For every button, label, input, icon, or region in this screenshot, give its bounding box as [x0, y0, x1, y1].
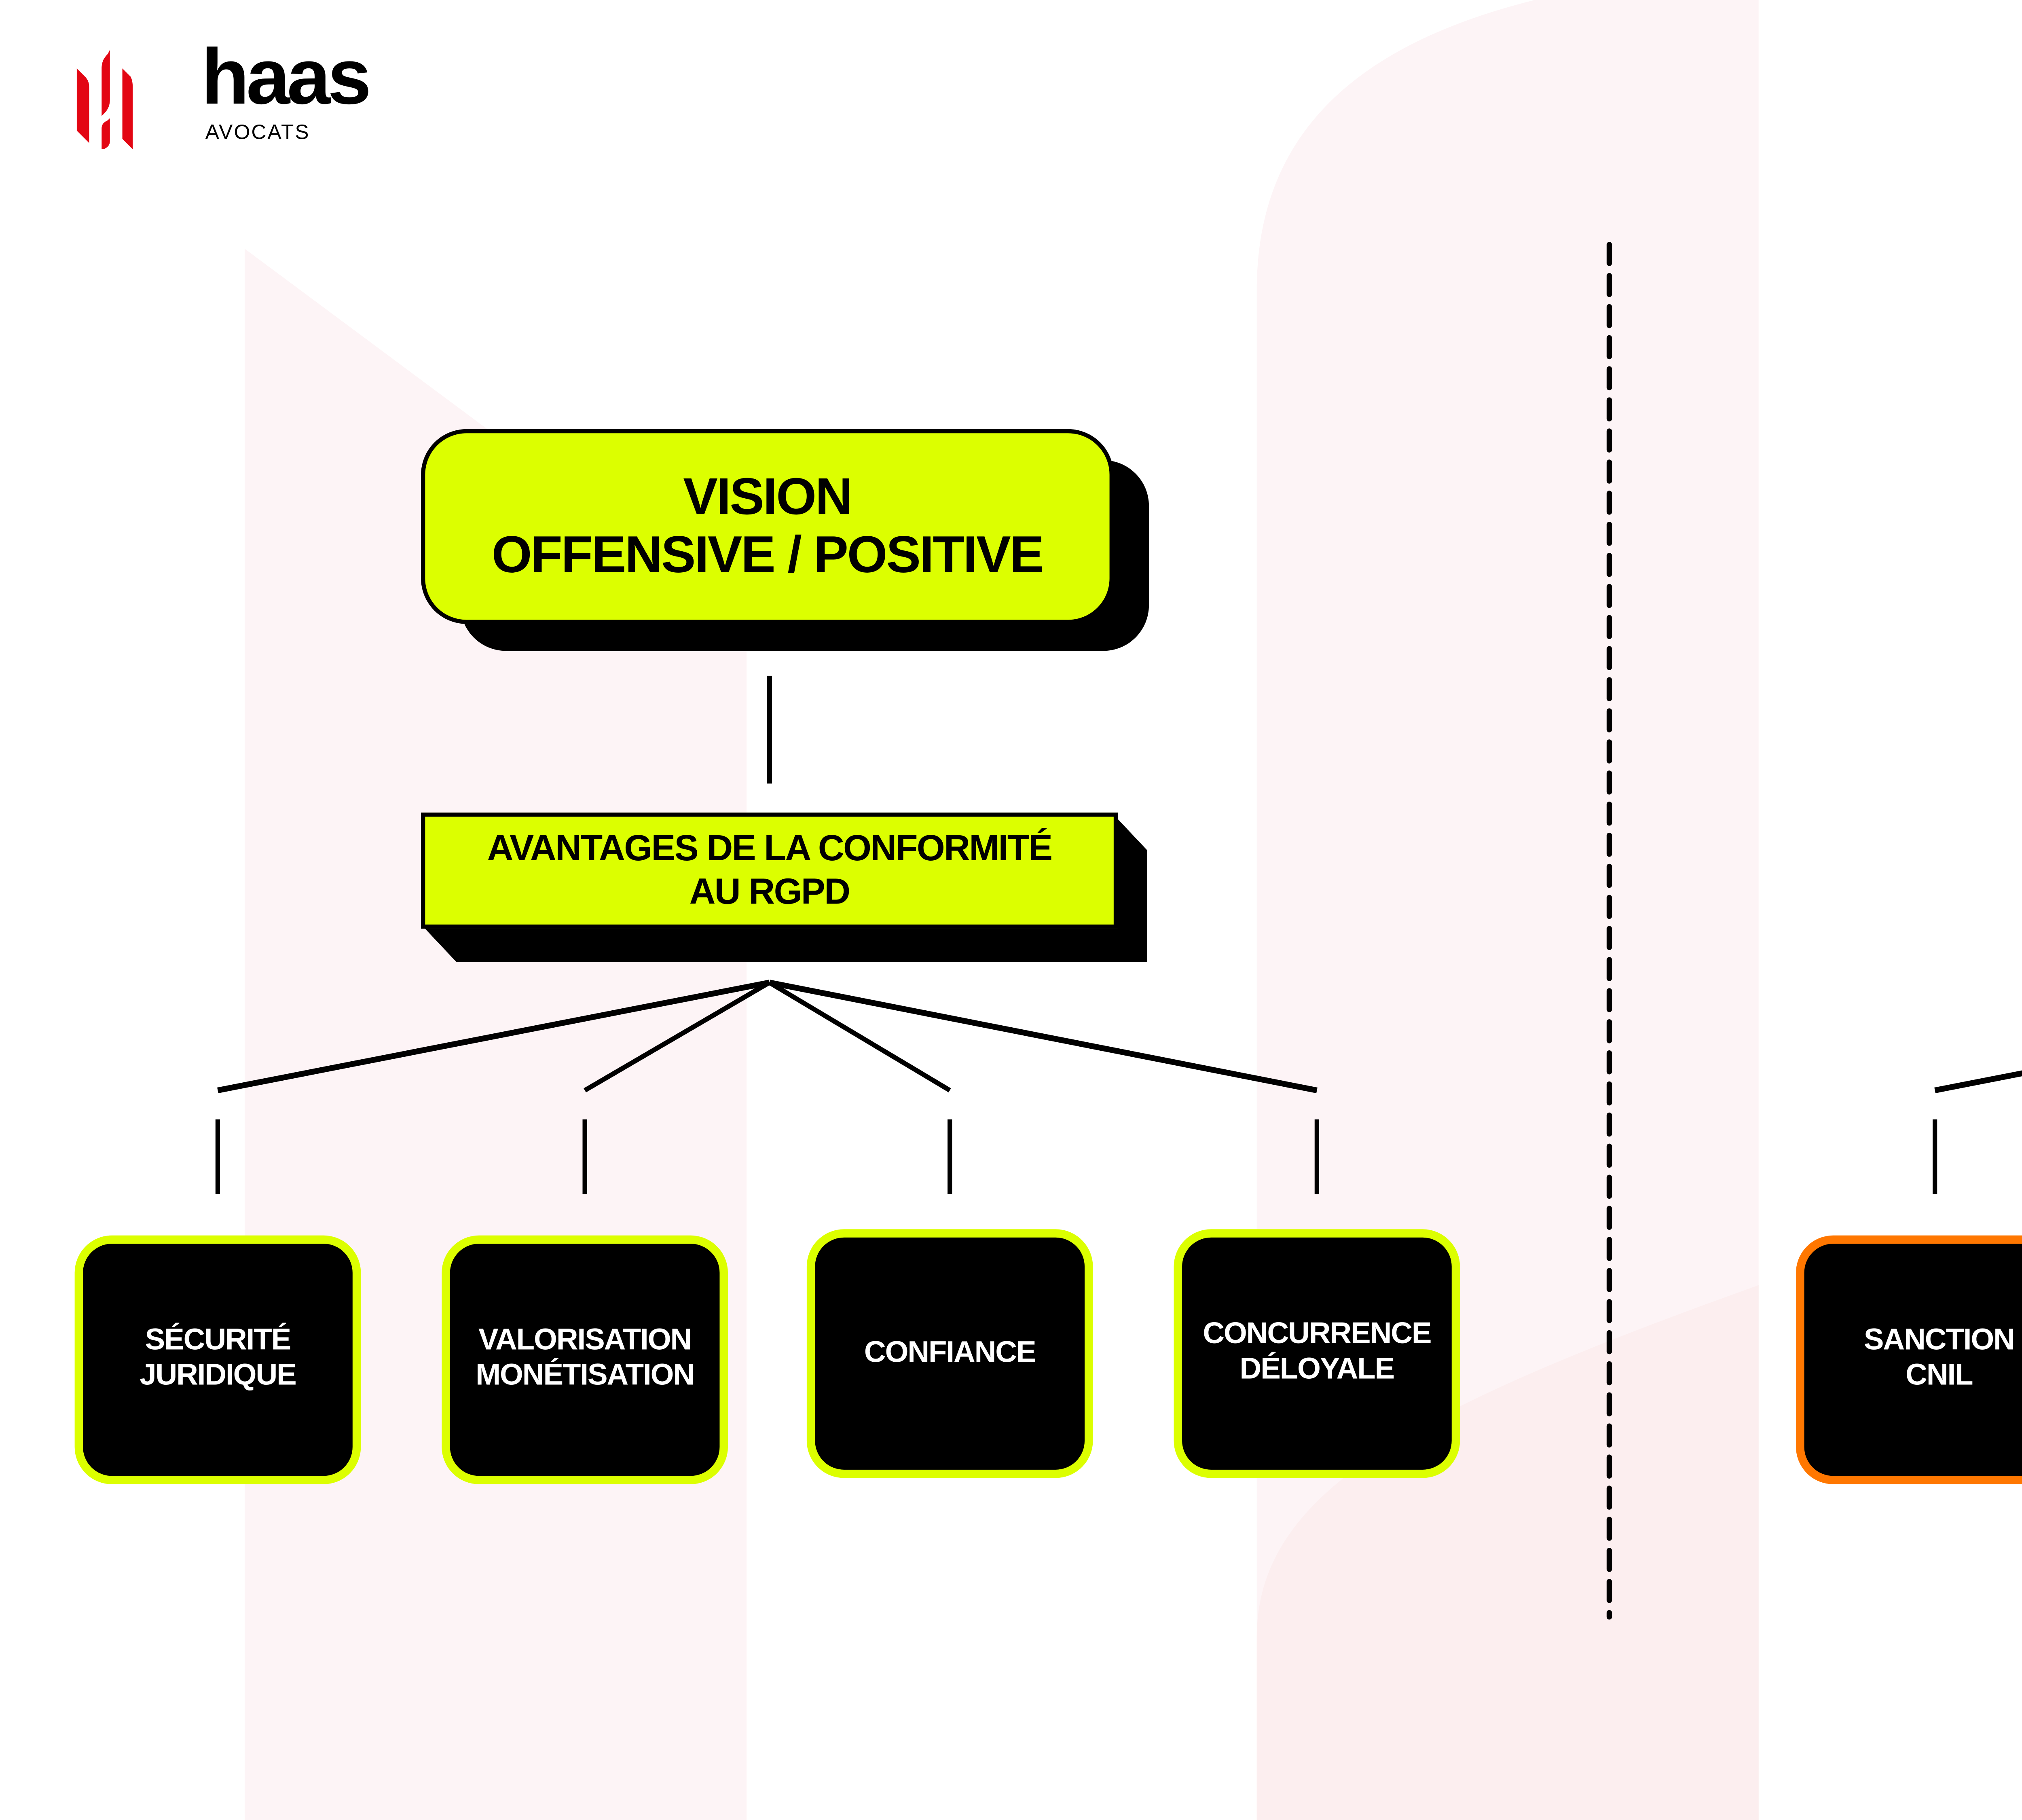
leaf-label-line: VALORISATION	[478, 1325, 692, 1358]
watermark-center-bottom	[1256, 1285, 1759, 1820]
left-sub-box: AVANTAGES DE LA CONFORMITÉ AU RGPD	[421, 813, 1118, 929]
left-heading-line2: OFFENSIVE / POSITIVE	[491, 526, 1044, 585]
haas-h-logo-icon	[76, 50, 133, 150]
leaf-label-line: CONCURRENCE	[1203, 1318, 1432, 1352]
left-heading-box: VISION OFFENSIVE / POSITIVE	[421, 429, 1114, 624]
leaf-label-line: CONFIANCE	[864, 1336, 1036, 1369]
leaf-label-line: JURIDIQUE	[140, 1360, 297, 1393]
right-leaf-1: SANCTION CNIL	[1796, 1235, 2022, 1484]
left-leaf-1: SÉCURITÉ JURIDIQUE	[74, 1235, 361, 1484]
leaf-label-line: CNIL	[1906, 1360, 1973, 1393]
brand-subtitle: AVOCATS	[205, 122, 310, 145]
left-heading-line1: VISION	[683, 468, 852, 527]
left-leaf-2: VALORISATION MONÉTISATION	[442, 1235, 728, 1484]
left-sub-line1: AVANTAGES DE LA CONFORMITÉ	[487, 827, 1053, 869]
leaf-label-line: MONÉTISATION	[476, 1360, 695, 1393]
left-sub-line2: AU RGPD	[689, 870, 850, 912]
left-leaf-3: CONFIANCE	[806, 1229, 1093, 1478]
brand-name: haas	[201, 35, 371, 123]
leaf-label-line: DÉLOYALE	[1239, 1353, 1395, 1387]
left-leaf-4: CONCURRENCE DÉLOYALE	[1174, 1229, 1460, 1478]
leaf-label-line: SÉCURITÉ	[145, 1325, 292, 1358]
leaf-label-line: SANCTION	[1863, 1325, 2015, 1358]
